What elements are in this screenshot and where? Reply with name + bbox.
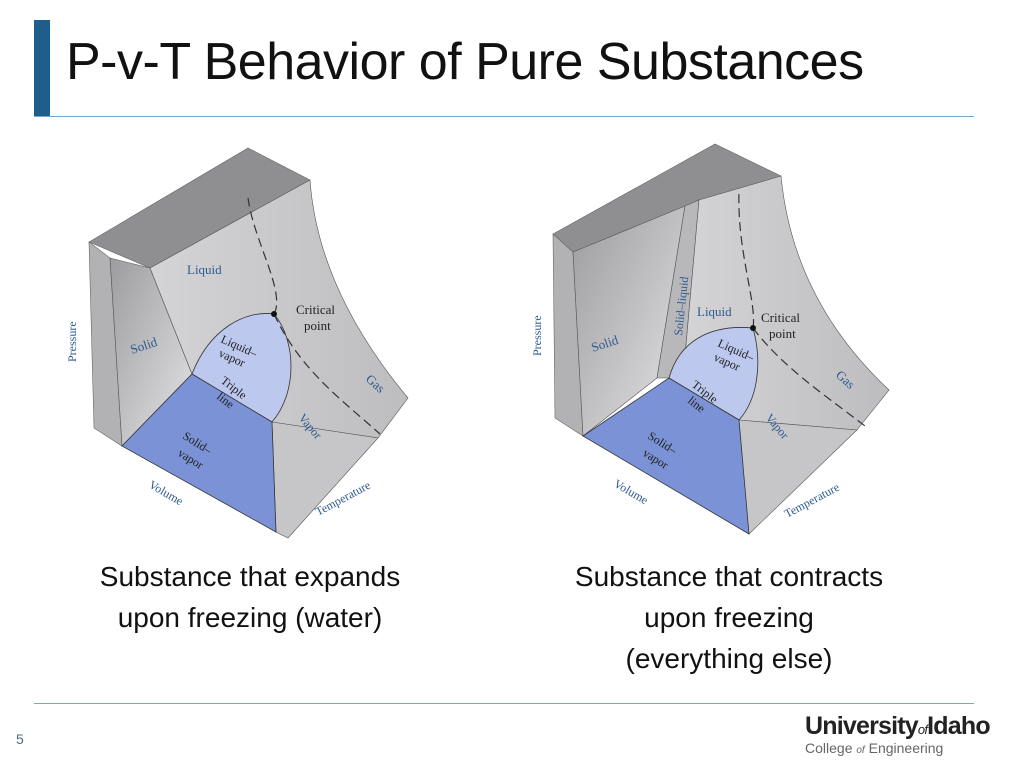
axis-label-pressure: Pressure	[530, 315, 544, 356]
region-label-liquid: Liquid	[187, 262, 222, 277]
axis-label-volume: Volume	[147, 477, 186, 508]
critical-isotherm	[752, 327, 866, 427]
page-number: 5	[16, 731, 24, 747]
slide-title: P-v-T Behavior of Pure Substances	[66, 33, 864, 91]
caption-contracting-substance: Substance that contracts upon freezing (…	[520, 556, 938, 679]
critical-isotherm	[738, 191, 755, 329]
vapor-region	[738, 419, 858, 535]
pvt-surface-diagram-contracting: Pressure Solid–liquid Liquid Critical po…	[530, 143, 890, 535]
logo-wordmark: UniversityofIdaho	[805, 712, 1015, 741]
logo-text: of	[856, 745, 865, 756]
axis-label-volume: Volume	[612, 476, 651, 507]
logo-text: of	[917, 722, 928, 737]
critical-point-marker	[271, 311, 277, 317]
solid-vapor-region	[121, 373, 277, 533]
label-critical-point: point	[769, 326, 796, 341]
region-label-liquid: Liquid	[697, 304, 732, 319]
region-label-solid-liquid: Solid–liquid	[671, 276, 691, 336]
logo-text: College	[805, 740, 857, 756]
title-accent-bar	[34, 20, 50, 116]
axis-label-pressure: Pressure	[65, 321, 79, 362]
label-critical: Critical	[761, 310, 800, 325]
caption-line: upon freezing (water)	[117, 602, 383, 633]
solid-vapor-region	[582, 377, 750, 535]
caption-line: (everything else)	[625, 643, 833, 674]
label-critical-point: point	[304, 318, 331, 333]
critical-isotherm	[247, 197, 278, 315]
university-logo: UniversityofIdaho College of Engineering	[805, 712, 1015, 756]
caption-line: upon freezing	[644, 602, 814, 633]
logo-text: Idaho	[927, 712, 990, 740]
label-critical: Critical	[296, 302, 335, 317]
caption-line: Substance that contracts	[574, 561, 884, 592]
footer-divider	[34, 703, 974, 704]
logo-text: Engineering	[864, 740, 944, 756]
caption-line: Substance that expands	[99, 561, 401, 592]
logo-text: University	[805, 712, 919, 740]
critical-isotherm	[273, 313, 381, 435]
logo-college: College of Engineering	[805, 740, 1015, 756]
critical-point-marker	[750, 325, 756, 331]
title-divider	[34, 116, 974, 117]
pvt-surface-diagram-expanding: Pressure Liquid Critical point Solid Liq…	[65, 147, 409, 539]
caption-expanding-substance: Substance that expands upon freezing (wa…	[50, 556, 450, 638]
